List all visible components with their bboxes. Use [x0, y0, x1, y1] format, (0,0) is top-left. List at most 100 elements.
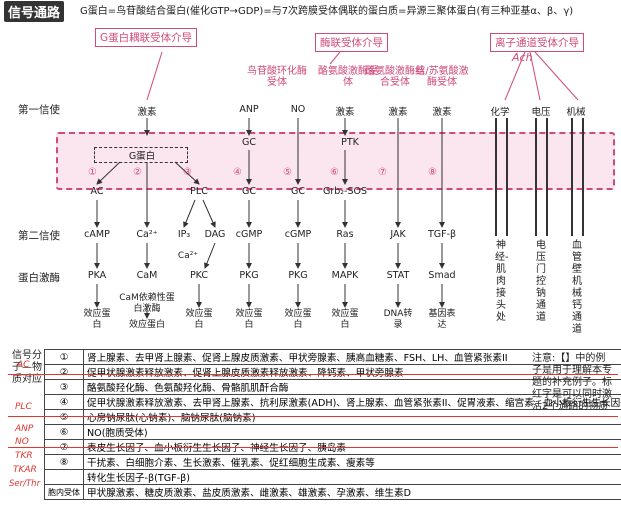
effect-1: 效应蛋白: [83, 309, 111, 330]
first-messenger-1: 激素: [137, 107, 157, 118]
second-messenger-ip3: IP₃: [177, 229, 191, 240]
kinase-stat: STAT: [386, 270, 410, 281]
ion-channel-line-1b: [506, 118, 508, 236]
annotation-ser-thr: Ser/Thr: [9, 479, 41, 489]
effect-7: DNA转录: [383, 309, 413, 330]
category-enzyme: 酶联受体介导: [315, 33, 388, 52]
annotation-ac: AC: [17, 360, 30, 370]
ion-type-voltage: 电压: [531, 107, 551, 118]
row-content: 干扰素、白细胞介素、生长激素、催乳素、促红细胞生成素、瘦素等: [83, 454, 621, 470]
ion-channel-line-3a: [571, 118, 573, 236]
circled-2: ②: [133, 167, 142, 178]
page-subtitle: G蛋白=鸟苷酸结合蛋白(催化GTP→GDP)=与7次跨膜受体偶联的蛋白质=异源三…: [80, 6, 574, 17]
effect-5: 效应蛋白: [284, 309, 312, 330]
circled-4: ④: [233, 167, 242, 178]
row-num: ⑥: [44, 424, 84, 440]
kinase-smad: Smad: [428, 270, 456, 281]
effector-gc-1: GC: [242, 186, 256, 197]
red-line-2: [8, 416, 618, 417]
circled-3: ③: [183, 167, 192, 178]
annotation-plc: PLC: [15, 402, 32, 412]
subtype-ser-thr: 丝/苏氨酸激酶受体: [415, 66, 469, 88]
effect-2: 效应蛋白: [128, 320, 165, 330]
subtype-tyrosine-linked: 酪氨酸激酶结合受体: [365, 66, 425, 88]
membrane-gc: GC: [242, 137, 256, 148]
kinase-mapk: MAPK: [331, 270, 359, 281]
row-num: ④: [44, 394, 84, 410]
ion-type-chemical: 化学: [490, 107, 510, 118]
second-messenger-cgmp-2: cGMP: [284, 229, 312, 240]
circled-8: ⑧: [428, 167, 437, 178]
red-line-3: [8, 447, 618, 448]
table-row: 胞内受体甲状腺激素、糖皮质激素、盐皮质激素、雌激素、雄激素、孕激素、维生素D: [44, 484, 621, 500]
membrane-ptk: PTK: [341, 137, 359, 148]
ion-channel-line-3b: [582, 118, 584, 236]
row-content: 转化生长因子-β(TGF-β): [83, 469, 621, 485]
first-messenger-6: 激素: [432, 107, 452, 118]
annotation-anp: ANP: [15, 424, 34, 434]
effect-4: 效应蛋白: [235, 309, 263, 330]
effector-ac: AC: [90, 186, 104, 197]
second-messenger-dag: DAG: [204, 229, 226, 240]
ion-effect-3: 血管壁机械钙通道: [572, 240, 582, 335]
ion-channel-line-1a: [495, 118, 497, 236]
kinase-cam: CaM: [136, 270, 158, 281]
second-messenger-ca: Ca²⁺: [136, 229, 158, 240]
effect-8: 基因表达: [428, 309, 456, 330]
kinase-pkg-1: PKG: [239, 270, 259, 281]
annotation-tkar: TKAR: [13, 465, 37, 475]
second-messenger-cgmp-1: cGMP: [235, 229, 263, 240]
row-content: 甲状腺激素、糖皮质激素、盐皮质激素、雌激素、雄激素、孕激素、维生素D: [83, 484, 621, 500]
circled-5: ⑤: [283, 167, 292, 178]
ion-type-mechanical: 机械: [566, 107, 586, 118]
circled-6: ⑥: [330, 167, 339, 178]
second-messenger-camp: cAMP: [84, 229, 110, 240]
row-num: ⑤: [44, 409, 84, 425]
row-num: [44, 469, 84, 485]
category-g-protein: G蛋白耦联受体介导: [95, 28, 198, 47]
ion-channel-line-2b: [546, 118, 548, 236]
circled-7: ⑦: [378, 167, 387, 178]
kinase-pkg-2: PKG: [288, 270, 308, 281]
first-messenger-3: NO: [290, 104, 306, 115]
effector-gc-2: GC: [291, 186, 305, 197]
page-title: 信号通路: [4, 1, 65, 22]
g-protein-box: [94, 147, 188, 163]
circled-1: ①: [88, 167, 97, 178]
row-num: 胞内受体: [44, 484, 84, 500]
row-num: ⑧: [44, 454, 84, 470]
second-messenger-jak: JAK: [390, 229, 406, 240]
effector-plc: PLC: [190, 186, 208, 197]
ca-label: Ca²⁺: [177, 251, 199, 261]
subtype-guanylate: 鸟苷酸环化酶受体: [247, 66, 307, 88]
label-first-messenger: 第一信使: [18, 104, 60, 116]
effect-6: 效应蛋白: [331, 309, 359, 330]
label-second-messenger: 第二信使: [18, 230, 60, 242]
kinase-pkc: PKC: [189, 270, 209, 281]
table-row: ②促甲状腺激素释放激素、促肾上腺皮质激素释放激素、降钙素、甲状旁腺素: [44, 364, 621, 380]
first-messenger-2: ANP: [239, 104, 259, 115]
ion-channel-line-2a: [535, 118, 537, 236]
second-messenger-tgf: TGF-β: [427, 229, 457, 240]
effect-3: 效应蛋白: [185, 309, 213, 330]
side-note: 注意:【】中的例子是用于理解本专题的补充例子。标红字是可以同时激活2个通路的物质: [532, 353, 612, 412]
row-num: ②: [44, 364, 84, 380]
category-ion: 离子通道受体介导: [490, 33, 584, 52]
subtype-tyrosine: 酪氨酸激酶受体: [318, 66, 378, 88]
annotation-no: NO: [15, 437, 29, 447]
label-substance: 信号分子—物质对应: [12, 350, 42, 385]
second-messenger-ras: Ras: [336, 229, 354, 240]
red-line-1: [8, 374, 618, 375]
row-content: NO(胞质受体): [83, 424, 621, 440]
kinase-pka: PKA: [87, 270, 107, 281]
first-messenger-4: 激素: [335, 107, 355, 118]
ion-effect-1: 神经-肌肉接头处: [495, 240, 509, 323]
label-protein-kinase: 蛋白激酶: [18, 272, 60, 284]
membrane-region: [56, 132, 615, 190]
annotation-tkr: TKR: [15, 451, 33, 461]
effector-grb-sos: Grb₂-SOS: [322, 186, 368, 197]
